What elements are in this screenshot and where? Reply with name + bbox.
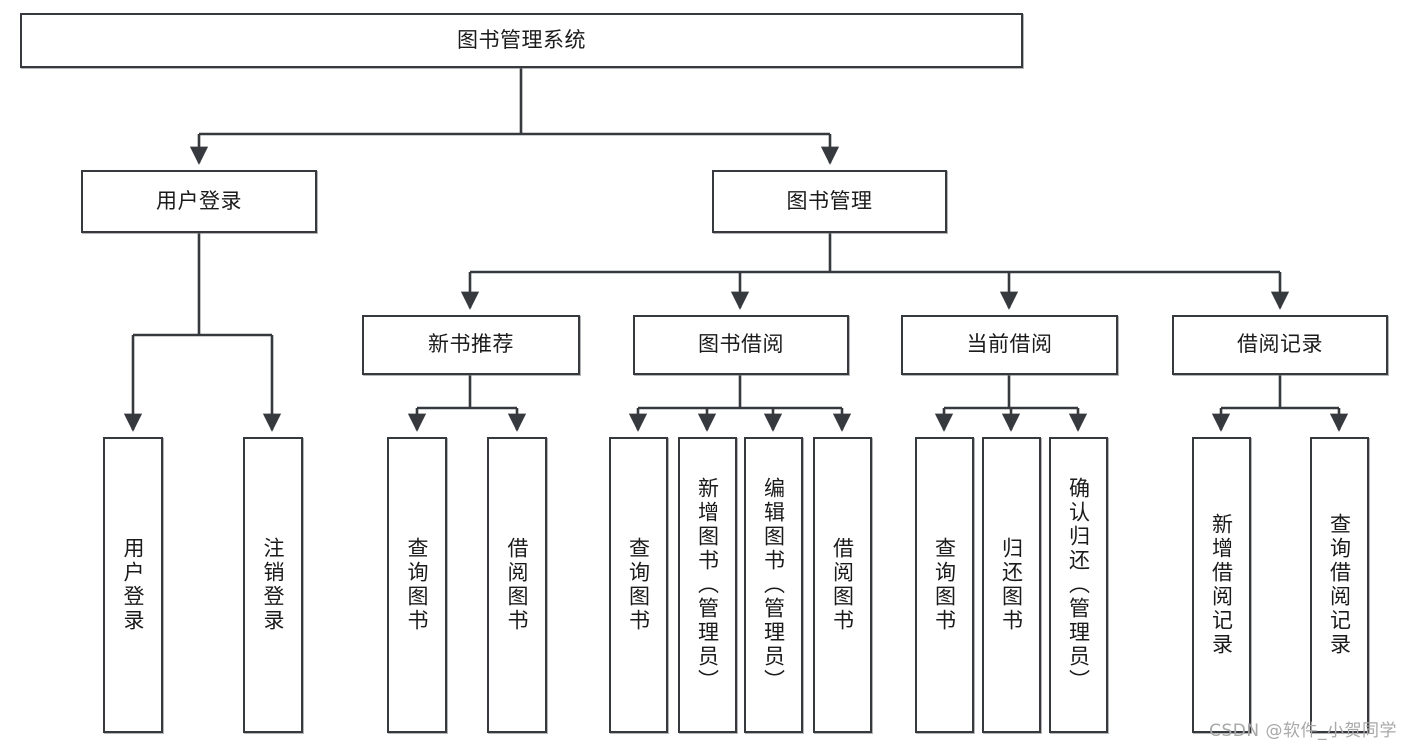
node-borrow-records[interactable]: 借阅记录	[1172, 315, 1388, 375]
watermark: CSDN @软件_小贺同学	[1209, 721, 1397, 741]
leaf-current-query-book[interactable]: 查询图书	[915, 437, 974, 733]
leaf-current-query-book-label: 查询图书	[932, 537, 957, 633]
node-current-borrow[interactable]: 当前借阅	[901, 315, 1118, 375]
node-book-management-label: 图书管理	[786, 188, 873, 213]
leaf-current-confirm-return-admin-label: 确认归还（管理员）	[1066, 477, 1091, 693]
leaf-borrow-borrow-book[interactable]: 借阅图书	[813, 437, 872, 733]
node-current-borrow-label: 当前借阅	[966, 332, 1053, 357]
node-book-borrow-label: 图书借阅	[698, 332, 784, 357]
node-new-book-recommend-label: 新书推荐	[428, 332, 514, 357]
leaf-user-login-label: 用户登录	[121, 537, 146, 633]
leaf-borrow-edit-book-admin[interactable]: 编辑图书（管理员）	[744, 437, 803, 733]
leaf-current-confirm-return-admin[interactable]: 确认归还（管理员）	[1049, 437, 1108, 733]
node-root[interactable]: 图书管理系统	[20, 13, 1023, 68]
leaf-records-query-record-label: 查询借阅记录	[1327, 513, 1352, 657]
leaf-borrow-query-book[interactable]: 查询图书	[609, 437, 668, 733]
leaf-recommend-query-book[interactable]: 查询图书	[387, 437, 447, 733]
leaf-borrow-query-book-label: 查询图书	[626, 537, 651, 633]
node-user-login[interactable]: 用户登录	[81, 170, 317, 233]
node-root-label: 图书管理系统	[457, 27, 586, 52]
leaf-user-logout-label: 注销登录	[261, 537, 286, 633]
leaf-current-return-book[interactable]: 归还图书	[982, 437, 1041, 733]
node-book-borrow[interactable]: 图书借阅	[633, 315, 849, 375]
leaf-user-login[interactable]: 用户登录	[103, 437, 163, 733]
leaf-current-return-book-label: 归还图书	[999, 537, 1024, 633]
node-user-login-label: 用户登录	[156, 188, 242, 213]
node-borrow-records-label: 借阅记录	[1237, 332, 1323, 357]
leaf-recommend-borrow-book-label: 借阅图书	[505, 537, 530, 633]
leaf-records-add-record-label: 新增借阅记录	[1209, 513, 1234, 657]
leaf-records-query-record[interactable]: 查询借阅记录	[1310, 437, 1369, 733]
leaf-borrow-add-book-admin[interactable]: 新增图书（管理员）	[678, 437, 737, 733]
node-book-management[interactable]: 图书管理	[712, 170, 947, 233]
leaf-recommend-borrow-book[interactable]: 借阅图书	[487, 437, 547, 733]
leaf-records-add-record[interactable]: 新增借阅记录	[1192, 437, 1251, 733]
leaf-borrow-add-book-admin-label: 新增图书（管理员）	[695, 477, 720, 693]
leaf-borrow-edit-book-admin-label: 编辑图书（管理员）	[761, 477, 786, 693]
leaf-recommend-query-book-label: 查询图书	[405, 537, 430, 633]
leaf-borrow-borrow-book-label: 借阅图书	[830, 537, 855, 633]
node-new-book-recommend[interactable]: 新书推荐	[362, 315, 580, 375]
leaf-user-logout[interactable]: 注销登录	[243, 437, 303, 733]
